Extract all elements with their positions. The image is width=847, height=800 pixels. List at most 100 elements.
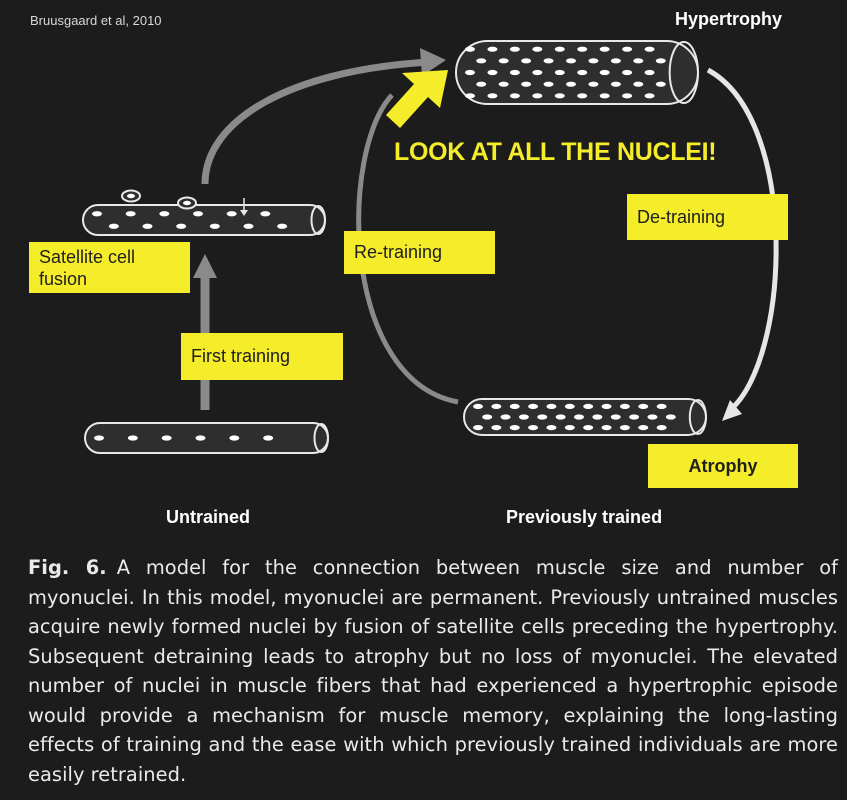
nucleus (476, 81, 487, 87)
nucleus (263, 435, 274, 441)
first-training-arrowhead (193, 254, 217, 278)
satellite-cell-fusion-box: Satellite cell fusion (29, 242, 190, 293)
detraining-box: De-training (627, 194, 788, 240)
nucleus (159, 211, 170, 217)
nucleus (94, 435, 104, 441)
untrained-fiber (84, 422, 329, 454)
nucleus (509, 46, 520, 52)
nucleus (277, 223, 288, 229)
detraining-arrow (706, 67, 779, 412)
satellite-box-line2: fusion (39, 269, 88, 289)
nucleus (656, 403, 667, 410)
nucleus (518, 414, 529, 420)
fusion-arrowhead (240, 210, 248, 216)
nucleus (92, 211, 102, 217)
nucleus (125, 211, 136, 217)
nucleus (498, 81, 509, 87)
nucleus (644, 93, 655, 99)
first-training-box: First training (181, 333, 343, 380)
nucleus (633, 58, 644, 64)
nucleus (543, 58, 554, 64)
nucleus (543, 81, 554, 87)
retraining-box: Re-training (344, 231, 495, 274)
nucleus (656, 424, 667, 431)
nucleus (491, 403, 502, 410)
nucleus (487, 69, 498, 76)
nucleus (226, 211, 237, 217)
nucleus (142, 223, 153, 229)
nucleus (577, 46, 588, 52)
nucleus (521, 81, 532, 87)
nucleus (195, 435, 206, 441)
citation: Bruusgaard et al, 2010 (30, 13, 162, 28)
nucleus (622, 69, 633, 76)
nucleus (209, 223, 220, 229)
nucleus (599, 69, 610, 76)
nucleus (176, 223, 187, 229)
nucleus (592, 414, 603, 420)
satellite-fusion-fiber (82, 204, 326, 236)
nucleus (521, 58, 532, 64)
nucleus (537, 414, 548, 420)
nucleus (619, 424, 630, 431)
nucleus (509, 93, 520, 99)
detraining-arrowhead (722, 400, 742, 421)
nucleus (647, 414, 658, 420)
nucleus (473, 424, 483, 431)
nucleus (588, 81, 599, 87)
nucleus (528, 403, 539, 410)
nucleus (509, 403, 520, 410)
nucleus (577, 93, 588, 99)
callout-arrow (386, 70, 448, 128)
figure-number: Fig. 6. (28, 556, 107, 579)
nucleus (487, 46, 498, 52)
nucleus (532, 46, 543, 52)
nucleus (108, 223, 119, 229)
look-at-nuclei-callout: LOOK AT ALL THE NUCLEI! (394, 138, 717, 166)
nucleus (491, 424, 502, 431)
nucleus (554, 93, 565, 99)
previously-trained-fiber (463, 398, 708, 436)
nucleus (601, 424, 612, 431)
nucleus (564, 424, 575, 431)
nucleus (260, 211, 271, 217)
atrophy-box: Atrophy (648, 444, 798, 488)
nucleus (465, 93, 475, 99)
nucleus (509, 69, 520, 76)
nucleus (619, 403, 630, 410)
hypertrophy-fiber (455, 40, 700, 105)
nucleus (629, 414, 640, 420)
nucleus (564, 403, 575, 410)
nucleus (599, 93, 610, 99)
nucleus (601, 403, 612, 410)
nucleus (546, 403, 557, 410)
satellite-box-line1: Satellite cell (39, 247, 136, 267)
nucleus (193, 211, 203, 217)
nucleus (500, 414, 511, 420)
nucleus (554, 46, 565, 52)
nucleus (465, 46, 475, 52)
nucleus (574, 414, 584, 420)
nucleus (473, 403, 483, 410)
figure-caption: Fig. 6.A model for the connection betwee… (28, 553, 838, 789)
nucleus (599, 46, 610, 52)
nucleus (583, 424, 594, 431)
nucleus (532, 93, 543, 99)
hypertrophy-arrow (201, 58, 431, 185)
nucleus (127, 435, 138, 441)
nucleus (566, 58, 576, 64)
previously-trained-label: Previously trained (506, 507, 663, 527)
nucleus (532, 69, 543, 76)
caption-text: A model for the connection between muscl… (28, 556, 838, 786)
nucleus (638, 424, 649, 431)
nucleus (566, 81, 576, 87)
nucleus (482, 414, 493, 420)
nucleus (183, 200, 191, 206)
nucleus (610, 414, 621, 420)
nucleus (655, 81, 666, 87)
nucleus (498, 58, 509, 64)
nucleus (487, 93, 498, 99)
nucleus (622, 46, 633, 52)
nucleus (638, 403, 649, 410)
nucleus (509, 424, 520, 431)
